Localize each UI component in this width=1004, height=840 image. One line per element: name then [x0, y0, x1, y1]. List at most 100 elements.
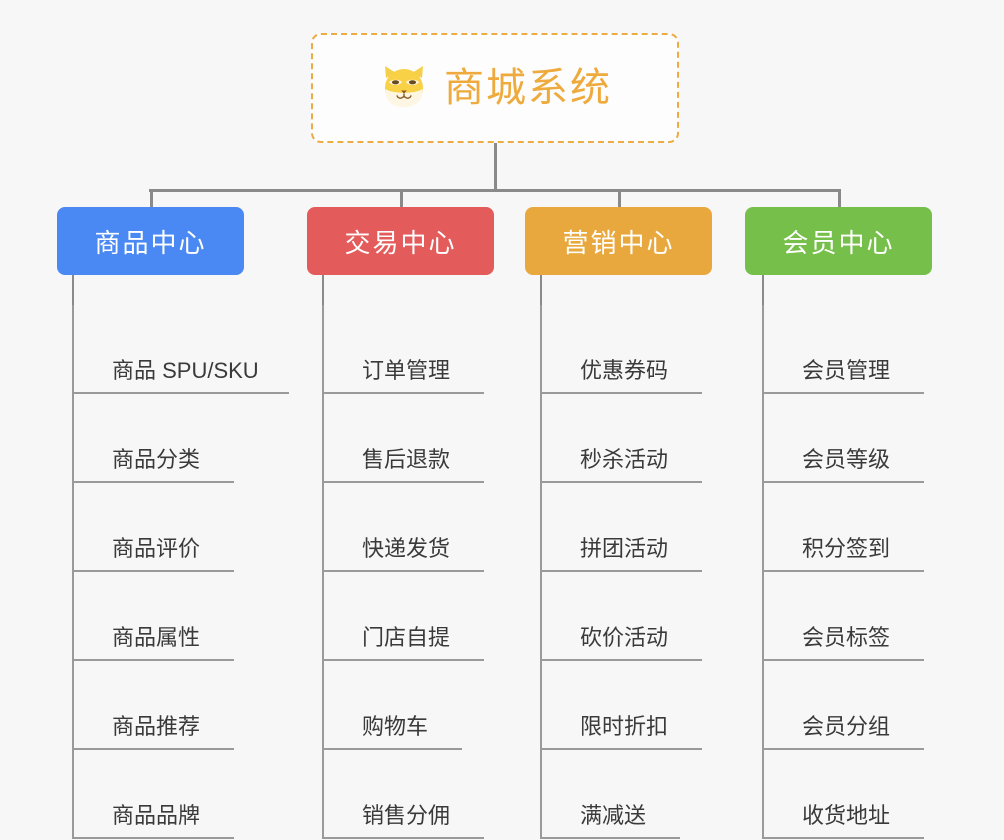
leaf-spine	[540, 305, 542, 839]
leaf-rule	[540, 659, 702, 661]
leaf-item[interactable]: 购物车	[322, 661, 552, 750]
category-box-0[interactable]: 商品中心	[57, 207, 244, 275]
leaf-item[interactable]: 门店自提	[322, 572, 552, 661]
leaf-rule	[762, 837, 924, 839]
leaf-item[interactable]: 积分签到	[762, 483, 992, 572]
leaf-spine	[72, 305, 74, 839]
connector-stem-0	[72, 275, 74, 305]
leaf-label: 商品 SPU/SKU	[112, 357, 259, 383]
leaf-rule	[762, 481, 924, 483]
category-label: 商品中心	[94, 227, 207, 258]
root-title: 商城系统	[444, 66, 612, 110]
leaf-label: 销售分佣	[362, 802, 451, 828]
leaf-column-2: 优惠券码秒杀活动拼团活动砍价活动限时折扣满减送	[540, 305, 770, 839]
leaf-rule	[540, 837, 680, 839]
leaf-item[interactable]: 商品品牌	[72, 750, 302, 839]
leaf-item[interactable]: 商品 SPU/SKU	[72, 305, 302, 394]
connector-root-vertical	[494, 143, 497, 191]
leaf-rule	[762, 748, 924, 750]
category-box-2[interactable]: 营销中心	[525, 207, 712, 275]
leaf-item[interactable]: 限时折扣	[540, 661, 770, 750]
leaf-label: 砍价活动	[580, 624, 669, 650]
leaf-item[interactable]: 会员等级	[762, 394, 992, 483]
leaf-item[interactable]: 商品分类	[72, 394, 302, 483]
leaf-item[interactable]: 秒杀活动	[540, 394, 770, 483]
leaf-item[interactable]: 销售分佣	[322, 750, 552, 839]
leaf-item[interactable]: 拼团活动	[540, 483, 770, 572]
leaf-label: 订单管理	[362, 357, 451, 383]
category-label: 营销中心	[562, 227, 675, 258]
leaf-label: 商品评价	[112, 535, 201, 561]
leaf-spine	[762, 305, 764, 839]
category-label: 交易中心	[344, 227, 457, 258]
category-label: 会员中心	[782, 227, 895, 258]
leaf-label: 优惠券码	[580, 357, 669, 383]
leaf-item[interactable]: 砍价活动	[540, 572, 770, 661]
leaf-item[interactable]: 商品评价	[72, 483, 302, 572]
leaf-label: 购物车	[362, 713, 429, 739]
leaf-rule	[762, 659, 924, 661]
leaf-rule	[540, 392, 702, 394]
leaf-label: 积分签到	[802, 535, 891, 561]
leaf-rule	[322, 659, 484, 661]
connector-drop-1	[399, 189, 403, 207]
leaf-column-1: 订单管理售后退款快递发货门店自提购物车销售分佣	[322, 305, 552, 839]
leaf-label: 会员标签	[802, 624, 891, 650]
leaf-rule	[322, 392, 484, 394]
leaf-label: 收货地址	[802, 802, 891, 828]
leaf-rule	[540, 481, 702, 483]
leaf-item[interactable]: 优惠券码	[540, 305, 770, 394]
leaf-item[interactable]: 会员管理	[762, 305, 992, 394]
leaf-item[interactable]: 收货地址	[762, 750, 992, 839]
leaf-label: 商品推荐	[112, 713, 201, 739]
leaf-item[interactable]: 订单管理	[322, 305, 552, 394]
leaf-rule	[72, 392, 289, 394]
connector-drop-3	[837, 189, 841, 207]
shiba-dog-face-icon	[378, 62, 430, 114]
leaf-item[interactable]: 会员分组	[762, 661, 992, 750]
leaf-item[interactable]: 满减送	[540, 750, 770, 839]
leaf-rule	[72, 570, 234, 572]
leaf-label: 限时折扣	[580, 713, 669, 739]
leaf-rule	[322, 481, 484, 483]
root-node[interactable]: 商城系统	[311, 33, 679, 143]
leaf-label: 快递发货	[362, 535, 451, 561]
leaf-item[interactable]: 售后退款	[322, 394, 552, 483]
leaf-label: 秒杀活动	[580, 446, 669, 472]
connector-drop-2	[617, 189, 621, 207]
category-box-1[interactable]: 交易中心	[307, 207, 494, 275]
leaf-rule	[540, 748, 702, 750]
leaf-label: 会员分组	[802, 713, 891, 739]
connector-stem-1	[322, 275, 324, 305]
leaf-label: 售后退款	[362, 446, 451, 472]
leaf-label: 会员管理	[802, 357, 891, 383]
connector-stem-2	[540, 275, 542, 305]
leaf-spine	[322, 305, 324, 839]
category-box-3[interactable]: 会员中心	[745, 207, 932, 275]
leaf-label: 拼团活动	[580, 535, 669, 561]
leaf-rule	[322, 570, 484, 572]
connector-stem-3	[762, 275, 764, 305]
leaf-label: 门店自提	[362, 624, 451, 650]
leaf-rule	[72, 748, 234, 750]
leaf-label: 商品属性	[112, 624, 201, 650]
leaf-rule	[72, 837, 234, 839]
leaf-item[interactable]: 商品推荐	[72, 661, 302, 750]
connector-drop-0	[149, 189, 153, 207]
leaf-column-0: 商品 SPU/SKU 商品分类商品评价商品属性商品推荐商品品牌	[72, 305, 302, 839]
leaf-rule	[762, 570, 924, 572]
leaf-rule	[322, 837, 484, 839]
leaf-item[interactable]: 快递发货	[322, 483, 552, 572]
leaf-rule	[72, 481, 234, 483]
leaf-rule	[322, 748, 462, 750]
leaf-column-3: 会员管理会员等级积分签到会员标签会员分组收货地址	[762, 305, 992, 839]
leaf-item[interactable]: 商品属性	[72, 572, 302, 661]
leaf-label: 商品分类	[112, 446, 201, 472]
connector-horizontal-bus	[149, 189, 841, 192]
leaf-item[interactable]: 会员标签	[762, 572, 992, 661]
leaf-label: 会员等级	[802, 446, 891, 472]
leaf-label: 商品品牌	[112, 802, 201, 828]
leaf-rule	[762, 392, 924, 394]
leaf-rule	[72, 659, 234, 661]
